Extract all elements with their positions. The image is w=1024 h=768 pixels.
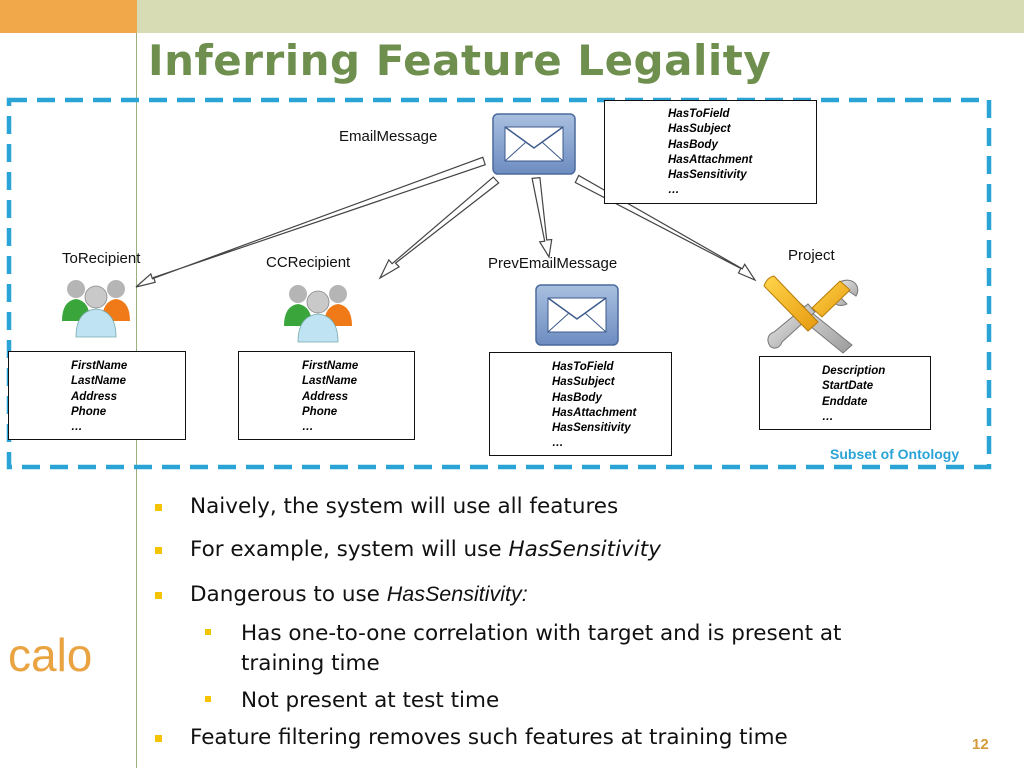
field-item: … bbox=[668, 184, 680, 197]
field-item: … bbox=[822, 410, 834, 423]
project-label: Project bbox=[788, 247, 835, 264]
bullet-text-emphasis: HasSensitivity bbox=[508, 537, 661, 562]
people-icon bbox=[284, 285, 352, 343]
field-item: Address bbox=[302, 390, 349, 403]
header-accent-orange bbox=[0, 0, 137, 33]
bullet-marker bbox=[155, 592, 162, 599]
field-item: FirstName bbox=[302, 360, 359, 372]
arrow-to-torecipient bbox=[135, 156, 486, 288]
bullet-text-plain: For example, system will use bbox=[190, 537, 509, 562]
field-item: HasSubject bbox=[552, 376, 615, 389]
bullet-text: Feature filtering removes such features … bbox=[190, 725, 788, 750]
bullet-marker bbox=[155, 735, 162, 742]
bullet-text-emphasis: HasSensitivity: bbox=[386, 582, 528, 606]
field-item: FirstName bbox=[71, 360, 128, 372]
people-icon bbox=[62, 280, 130, 338]
bullet-text: Dangerous to use HasSensitivity: bbox=[190, 582, 528, 607]
subset-of-ontology-label: Subset of Ontology bbox=[830, 446, 960, 462]
bullet-text: Naively, the system will use all feature… bbox=[190, 494, 619, 519]
bullet-text: Has one-to-one correlation with target a… bbox=[241, 621, 842, 676]
ccrecipient-fields-box: FirstName LastName Address Phone … bbox=[238, 351, 415, 440]
tools-icon bbox=[763, 275, 859, 354]
page-number: 12 bbox=[972, 736, 989, 753]
bullet-text-plain: Dangerous to use bbox=[190, 582, 387, 607]
bullet-marker bbox=[155, 547, 162, 554]
emailmessage-fields-box: HasToField HasSubject HasBody HasAttachm… bbox=[604, 100, 817, 204]
field-item: HasAttachment bbox=[552, 406, 637, 419]
prevemailmessage-fields-box: HasToField HasSubject HasBody HasAttachm… bbox=[489, 352, 672, 456]
field-item: Description bbox=[822, 365, 886, 377]
torecipient-label: ToRecipient bbox=[62, 250, 141, 267]
ontology-subset-border bbox=[6, 97, 992, 470]
field-item: Phone bbox=[71, 405, 107, 418]
bullet-marker bbox=[155, 504, 162, 511]
field-item: HasToField bbox=[552, 361, 614, 373]
field-item: … bbox=[71, 421, 83, 434]
field-item: HasBody bbox=[668, 138, 718, 151]
field-item: HasToField bbox=[668, 108, 730, 120]
field-item: … bbox=[552, 437, 564, 450]
emailmessage-label: EmailMessage bbox=[339, 128, 438, 145]
ccrecipient-label: CCRecipient bbox=[266, 254, 351, 271]
field-item: LastName bbox=[71, 375, 126, 388]
field-item: Enddate bbox=[822, 395, 868, 408]
field-item: … bbox=[302, 421, 314, 434]
arrow-to-prevemailmessage bbox=[531, 176, 553, 259]
bullet-marker bbox=[205, 696, 211, 702]
header-accent-green bbox=[137, 0, 1024, 33]
arrow-to-ccrecipient bbox=[378, 176, 500, 280]
field-item: HasSensitivity bbox=[552, 422, 631, 435]
prev-email-icon bbox=[535, 284, 619, 346]
field-item: StartDate bbox=[822, 380, 874, 393]
prevemailmessage-label: PrevEmailMessage bbox=[488, 255, 618, 272]
bullet-marker bbox=[205, 629, 211, 635]
calo-logo: calo bbox=[8, 629, 93, 681]
field-item: HasSubject bbox=[668, 123, 731, 136]
bullet-text: Not present at test time bbox=[241, 688, 500, 713]
field-item: HasAttachment bbox=[668, 153, 753, 166]
torecipient-fields-box: FirstName LastName Address Phone … bbox=[8, 351, 186, 440]
field-item-highlighted: HasSensitivity bbox=[668, 169, 747, 182]
field-item: LastName bbox=[302, 375, 357, 388]
email-icon bbox=[492, 113, 576, 175]
slide-title: Inferring Feature Legality bbox=[148, 36, 772, 85]
field-item: HasBody bbox=[552, 391, 602, 404]
field-item: Address bbox=[71, 390, 118, 403]
bullet-text: For example, system will use HasSensitiv… bbox=[190, 537, 661, 562]
project-fields-box: Description StartDate Enddate … bbox=[759, 356, 931, 430]
field-item: Phone bbox=[302, 405, 338, 418]
